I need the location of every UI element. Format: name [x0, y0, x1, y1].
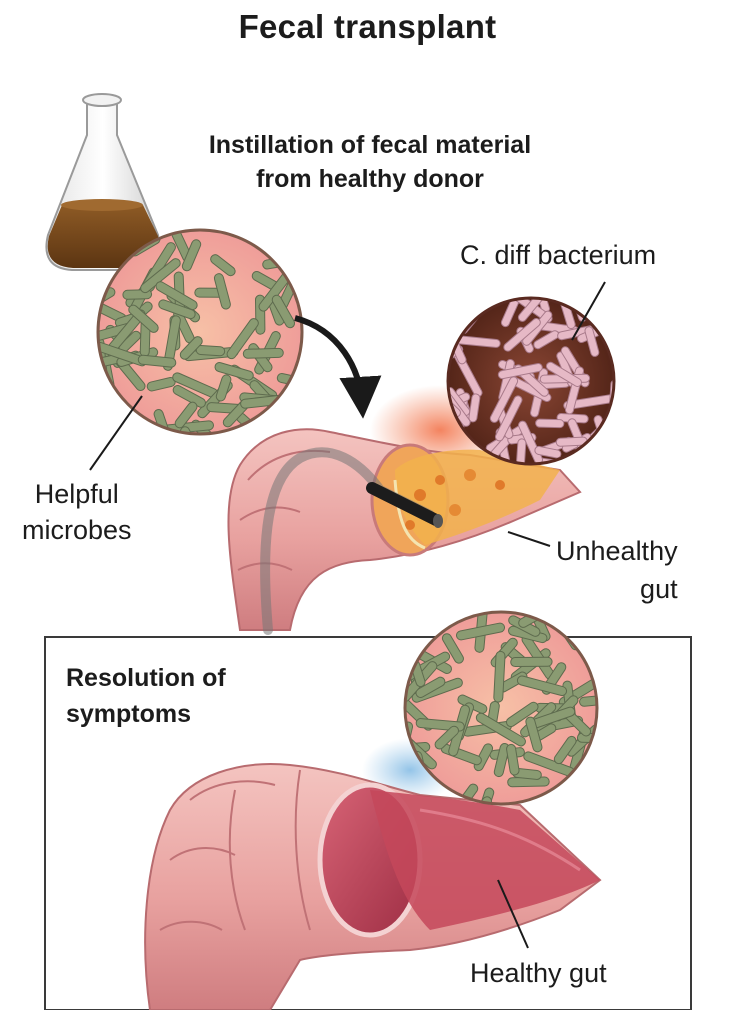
- instillation-line-2: from healthy donor: [150, 162, 590, 196]
- flask-icon: [46, 94, 159, 270]
- helpful-leader: [90, 396, 142, 470]
- unhealthy-line-1: Unhealthy: [556, 532, 678, 570]
- bacterium-rod: [536, 419, 564, 428]
- bacterium-rod: [243, 348, 283, 358]
- bacterium-rod: [196, 345, 225, 356]
- unhealthy-line-2: gut: [556, 570, 678, 608]
- unhealthy-leader: [508, 532, 550, 546]
- cdiff-label: C. diff bacterium: [460, 240, 656, 271]
- instillation-line-1: Instillation of fecal material: [150, 128, 590, 162]
- helpful-line-2: microbes: [22, 512, 132, 548]
- resolution-line-1: Resolution of: [66, 660, 226, 696]
- helpful-line-1: Helpful: [22, 476, 132, 512]
- resolution-line-2: symptoms: [66, 696, 226, 732]
- helpful-microbes-label: Helpful microbes: [22, 476, 132, 548]
- instillation-label: Instillation of fecal material from heal…: [150, 128, 590, 196]
- arrow-icon: [295, 318, 362, 402]
- diagram-title: Fecal transplant: [0, 8, 735, 46]
- resolution-label: Resolution of symptoms: [66, 660, 226, 732]
- unhealthy-gut-label: Unhealthy gut: [556, 532, 678, 608]
- bacterium-rod: [511, 657, 552, 666]
- healthy-gut-label: Healthy gut: [470, 958, 607, 989]
